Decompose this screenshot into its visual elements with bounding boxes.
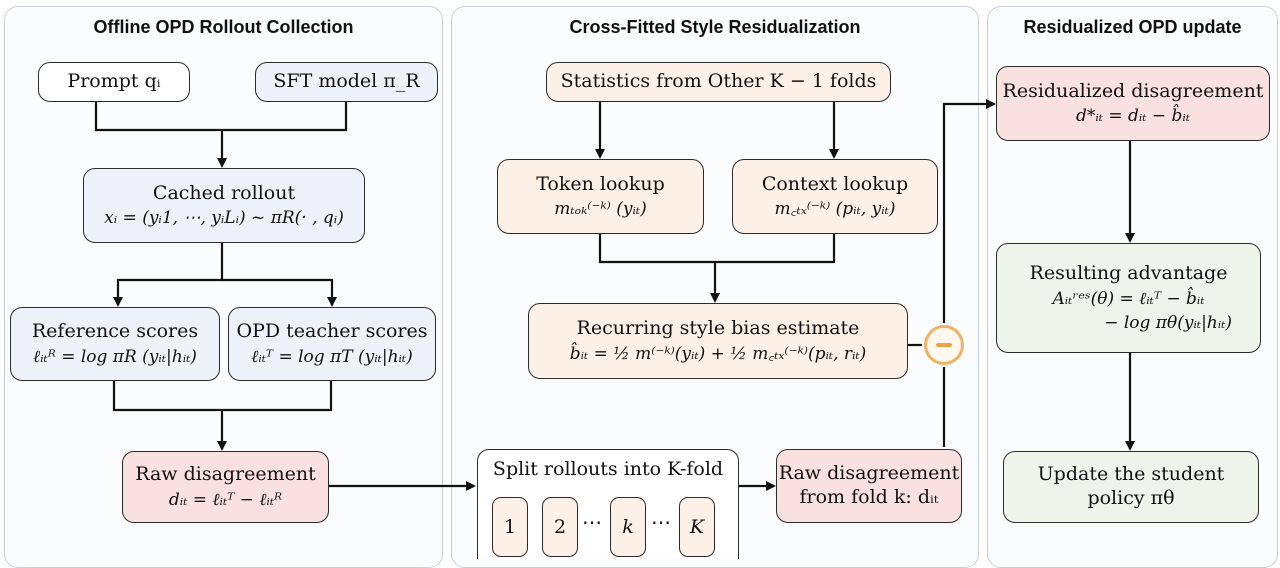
residualized-disagreement-equation: d*ᵢₜ = dᵢₜ − b̂ᵢₜ [1075, 106, 1191, 127]
residualized-disagreement-title: Residualized disagreement [1002, 79, 1264, 102]
raw-disagreement-fold-line1: Raw disagreement [778, 462, 960, 485]
token-lookup-box: Token lookup mₜₒₖ⁽⁻ᵏ⁾ (yᵢₜ) [497, 159, 704, 234]
token-lookup-title: Token lookup [536, 172, 665, 195]
subtract-icon [924, 325, 964, 365]
raw-disagreement-fold-line2: from fold k: dᵢₜ [799, 486, 939, 508]
fold-k: k [610, 497, 646, 557]
resulting-advantage-equation-2: − log πθ(yᵢₜ|hᵢₜ) [1104, 312, 1232, 333]
reference-scores-title: Reference scores [31, 320, 199, 342]
fold-1-label: 1 [503, 516, 517, 538]
statistics-box: Statistics from Other K − 1 folds [546, 62, 891, 102]
panel-title-right: Residualized OPD update [1023, 17, 1242, 37]
fold-K: K [679, 497, 715, 557]
reference-scores-box: Reference scores ℓᵢₜᴿ = log πR (yᵢₜ|hᵢₜ) [10, 307, 220, 381]
style-bias-box: Recurring style bias estimate b̂ᵢₜ = ½ m… [528, 303, 908, 379]
raw-disagreement-equation: dᵢₜ = ℓᵢₜᵀ − ℓᵢₜᴿ [168, 489, 283, 510]
style-bias-title: Recurring style bias estimate [576, 317, 860, 339]
prompt-label: Prompt qᵢ [67, 70, 161, 93]
statistics-label: Statistics from Other K − 1 folds [560, 70, 877, 93]
fold-ellipsis-2: ⋯ [651, 510, 671, 534]
update-student-box: Update the student policy πθ [1003, 451, 1259, 523]
cached-rollout-box: Cached rollout xᵢ = (yᵢ1, ⋯, yᵢLᵢ) ~ πR(… [83, 168, 365, 243]
fold-K-label: K [689, 516, 705, 538]
fold-2-label: 2 [553, 516, 567, 538]
cached-rollout-equation: xᵢ = (yᵢ1, ⋯, yᵢLᵢ) ~ πR(· , qᵢ) [104, 208, 344, 229]
teacher-scores-box: OPD teacher scores ℓᵢₜᵀ = log πT (yᵢₜ|hᵢ… [228, 307, 436, 381]
split-rollouts-title: Split rollouts into K-fold [492, 458, 724, 480]
raw-disagreement-box: Raw disagreement dᵢₜ = ℓᵢₜᵀ − ℓᵢₜᴿ [122, 451, 329, 523]
resulting-advantage-title: Resulting advantage [1029, 261, 1228, 284]
teacher-scores-title: OPD teacher scores [236, 320, 428, 342]
context-lookup-box: Context lookup m꜀ₜₓ⁽⁻ᵏ⁾ (pᵢₜ, yᵢₜ) [732, 159, 938, 234]
update-student-line2: policy πθ [1087, 487, 1175, 509]
context-lookup-equation: m꜀ₜₓ⁽⁻ᵏ⁾ (pᵢₜ, yᵢₜ) [774, 199, 896, 220]
context-lookup-title: Context lookup [761, 172, 909, 195]
connector-lines [94, 99, 1135, 491]
cached-rollout-title: Cached rollout [152, 181, 296, 204]
sft-model-label: SFT model π_R [273, 70, 420, 93]
prompt-box: Prompt qᵢ [38, 62, 190, 102]
style-bias-equation: b̂ᵢₜ = ½ m⁽⁻ᵏ⁾(yᵢₜ) + ½ m꜀ₜₓ⁽⁻ᵏ⁾(pᵢₜ, rᵢ… [569, 343, 867, 364]
raw-disagreement-title: Raw disagreement [135, 463, 316, 485]
panel-title-middle: Cross-Fitted Style Residualization [569, 17, 861, 37]
residualized-disagreement-box: Residualized disagreement d*ᵢₜ = dᵢₜ − b… [996, 66, 1270, 141]
teacher-scores-equation: ℓᵢₜᵀ = log πT (yᵢₜ|hᵢₜ) [251, 346, 413, 367]
fold-2: 2 [542, 497, 578, 557]
fold-ellipsis-1: ⋯ [582, 510, 602, 534]
panel-title-left: Offline OPD Rollout Collection [93, 17, 354, 37]
update-student-line1: Update the student [1037, 463, 1225, 486]
fold-k-label: k [622, 516, 634, 538]
sft-model-box: SFT model π_R [255, 62, 438, 102]
resulting-advantage-equation-1: Aᵢₜʳᵉˢ(θ) = ℓᵢₜᵀ − b̂ᵢₜ [1052, 288, 1205, 309]
raw-disagreement-fold-box: Raw disagreement from fold k: dᵢₜ [776, 449, 962, 523]
resulting-advantage-box: Resulting advantage Aᵢₜʳᵉˢ(θ) = ℓᵢₜᵀ − b… [996, 243, 1261, 353]
token-lookup-equation: mₜₒₖ⁽⁻ᵏ⁾ (yᵢₜ) [554, 199, 647, 220]
fold-1: 1 [492, 497, 528, 557]
reference-scores-equation: ℓᵢₜᴿ = log πR (yᵢₜ|hᵢₜ) [33, 346, 197, 367]
